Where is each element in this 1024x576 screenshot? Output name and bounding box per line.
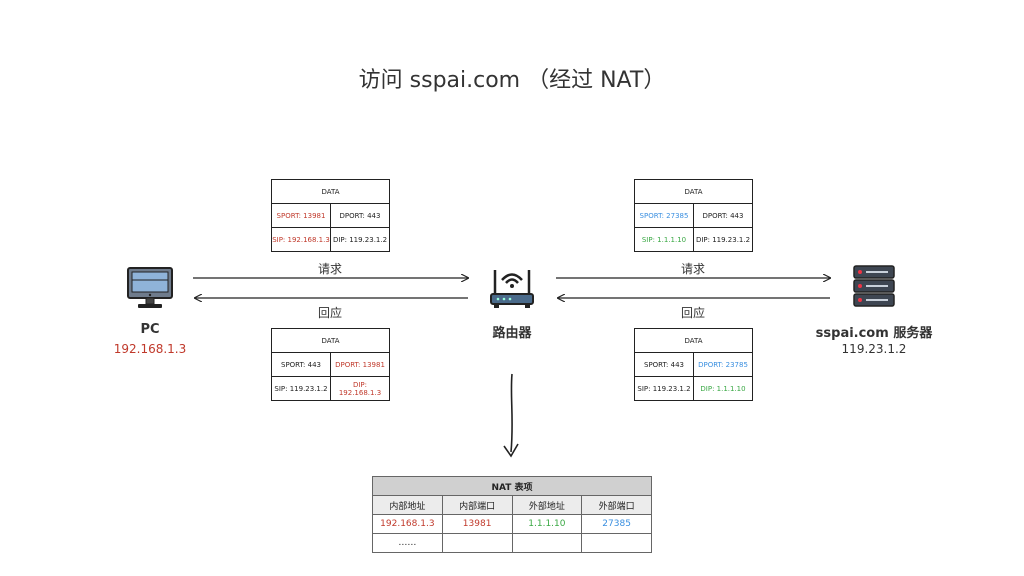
packet-right-response: DATA SPORT: 443 DPORT: 23785 SIP: 119.23… <box>634 328 753 401</box>
nat-cell-external-ip: 1.1.1.10 <box>511 514 583 534</box>
pc-ip: 192.168.1.3 <box>113 342 187 356</box>
packet-header: DATA <box>271 179 390 204</box>
packet-header: DATA <box>634 179 753 204</box>
packet-dport: DPORT: 23785 <box>693 352 753 377</box>
packet-sip: SIP: 192.168.1.3 <box>271 227 331 252</box>
nat-header-external-ip: 外部地址 <box>511 495 583 515</box>
packet-sip: SIP: 1.1.1.10 <box>634 227 694 252</box>
nat-table: NAT 表项 内部地址 内部端口 外部地址 外部端口 192.168.1.3 1… <box>372 476 652 553</box>
packet-dport: DPORT: 443 <box>693 203 753 228</box>
nat-cell-empty <box>441 533 513 553</box>
nat-cell-internal-port: 13981 <box>441 514 513 534</box>
response-label-right: 回应 <box>680 306 705 320</box>
nat-cell-empty <box>511 533 583 553</box>
packet-dip: DIP: 192.168.1.3 <box>330 376 390 401</box>
request-label-left: 请求 <box>317 262 342 276</box>
response-label-left: 回应 <box>317 306 342 320</box>
server-rack-icon <box>850 264 898 310</box>
packet-dport: DPORT: 13981 <box>330 352 390 377</box>
wifi-router-icon <box>488 266 536 310</box>
nat-down-arrow <box>510 373 513 453</box>
packet-left-request: DATA SPORT: 13981 DPORT: 443 SIP: 192.16… <box>271 179 390 252</box>
nat-header-internal-ip: 内部地址 <box>372 495 443 515</box>
server-label: sspai.com 服务器 <box>815 326 933 341</box>
packet-dip: DIP: 119.23.1.2 <box>330 227 390 252</box>
packet-sip: SIP: 119.23.1.2 <box>634 376 694 401</box>
page-title: 访问 sspai.com （经过 NAT） <box>358 68 666 93</box>
nat-cell-empty <box>581 533 652 553</box>
nat-header-internal-port: 内部端口 <box>441 495 513 515</box>
packet-sport: SPORT: 27385 <box>634 203 694 228</box>
packet-dip: DIP: 119.23.1.2 <box>693 227 753 252</box>
packet-sport: SPORT: 443 <box>634 352 694 377</box>
packet-right-request: DATA SPORT: 27385 DPORT: 443 SIP: 1.1.1.… <box>634 179 753 252</box>
router-label: 路由器 <box>492 326 532 341</box>
nat-cell-ellipsis: …… <box>372 533 443 553</box>
nat-cell-internal-ip: 192.168.1.3 <box>372 514 443 534</box>
table-row: …… <box>372 533 652 553</box>
nat-cell-external-port: 27385 <box>581 514 652 534</box>
packet-header: DATA <box>634 328 753 353</box>
monitor-icon <box>126 266 174 310</box>
packet-dip: DIP: 1.1.1.10 <box>693 376 753 401</box>
packet-sport: SPORT: 443 <box>271 352 331 377</box>
packet-sport: SPORT: 13981 <box>271 203 331 228</box>
packet-left-response: DATA SPORT: 443 DPORT: 13981 SIP: 119.23… <box>271 328 390 401</box>
request-label-right: 请求 <box>680 262 705 276</box>
nat-header-external-port: 外部端口 <box>581 495 652 515</box>
packet-header: DATA <box>271 328 390 353</box>
table-row: 192.168.1.3 13981 1.1.1.10 27385 <box>372 514 652 534</box>
server-ip: 119.23.1.2 <box>841 342 907 356</box>
nat-table-title: NAT 表项 <box>372 476 652 496</box>
pc-label: PC <box>140 322 160 337</box>
packet-dport: DPORT: 443 <box>330 203 390 228</box>
packet-sip: SIP: 119.23.1.2 <box>271 376 331 401</box>
